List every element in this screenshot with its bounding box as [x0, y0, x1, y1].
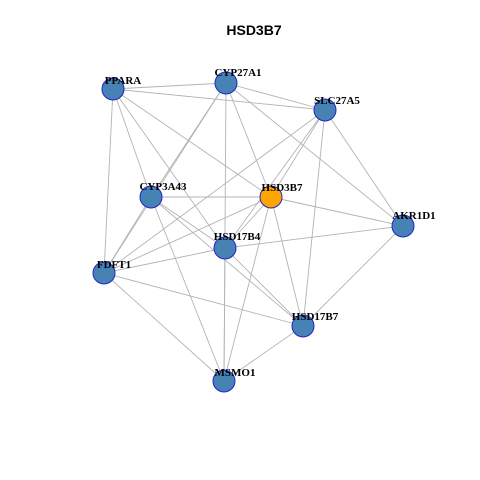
- edge-slc27a5-akr1d1: [324, 109, 404, 227]
- edge-cyp27a1-hsd3b7: [225, 82, 272, 198]
- edge-hsd17b4-hsd17b7: [224, 247, 304, 327]
- edge-hsd3b7-msmo1: [223, 196, 272, 382]
- edge-akr1d1-hsd17b4: [224, 225, 404, 249]
- node-label-msmo1: MSMO1: [215, 367, 256, 379]
- node-label-hsd17b7: HSD17B7: [292, 311, 339, 323]
- node-slc27a5: [313, 98, 337, 122]
- edge-slc27a5-fdft1: [103, 109, 326, 274]
- node-label-cyp3a43: CYP3A43: [139, 181, 187, 193]
- edge-cyp27a1-slc27a5: [225, 82, 326, 111]
- node-ppara: [101, 77, 125, 101]
- edge-ppara-slc27a5: [112, 88, 326, 111]
- node-hsd17b7: [291, 314, 315, 338]
- node-label-slc27a5: SLC27A5: [314, 95, 360, 107]
- node-label-hsd3b7: HSD3B7: [262, 182, 303, 194]
- edge-cyp3a43-hsd17b7: [150, 196, 304, 327]
- edge-ppara-cyp27a1: [112, 82, 227, 90]
- edge-ppara-hsd3b7: [112, 88, 272, 198]
- node-fdft1: [92, 261, 116, 285]
- edge-hsd17b4-fdft1: [103, 247, 226, 274]
- node-label-hsd17b4: HSD17B4: [214, 231, 261, 243]
- edge-ppara-hsd17b4: [112, 88, 226, 249]
- node-msmo1: [212, 369, 236, 393]
- node-label-cyp27a1: CYP27A1: [214, 67, 261, 79]
- node-label-akr1d1: AKR1D1: [392, 210, 435, 222]
- node-label-ppara: PPARA: [105, 75, 142, 87]
- edge-hsd17b7-msmo1: [223, 325, 304, 382]
- diagram-title: HSD3B7: [226, 22, 281, 38]
- edge-hsd17b4-msmo1: [223, 247, 226, 382]
- edge-slc27a5-hsd17b7: [302, 109, 326, 327]
- edge-cyp27a1-akr1d1: [225, 82, 404, 227]
- edge-layer: [103, 82, 404, 382]
- edge-ppara-cyp3a43: [112, 88, 152, 198]
- edge-cyp3a43-fdft1: [103, 196, 152, 274]
- edge-cyp27a1-fdft1: [103, 82, 227, 274]
- edge-slc27a5-hsd3b7: [270, 109, 326, 198]
- edge-hsd3b7-fdft1: [103, 196, 272, 274]
- node-label-fdft1: FDFT1: [97, 259, 131, 271]
- node-hsd17b4: [213, 236, 237, 260]
- edge-hsd3b7-hsd17b7: [270, 196, 304, 327]
- edge-slc27a5-hsd17b4: [224, 109, 326, 249]
- edge-ppara-fdft1: [103, 88, 114, 274]
- edge-fdft1-hsd17b7: [103, 272, 304, 327]
- node-cyp27a1: [214, 71, 238, 95]
- edge-akr1d1-hsd17b7: [302, 225, 404, 327]
- node-akr1d1: [391, 214, 415, 238]
- edge-cyp3a43-hsd17b4: [150, 196, 226, 249]
- edge-fdft1-msmo1: [103, 272, 225, 382]
- node-cyp3a43: [139, 185, 163, 209]
- edge-cyp3a43-msmo1: [150, 196, 225, 382]
- edge-hsd3b7-akr1d1: [270, 196, 404, 227]
- node-hsd3b7: [259, 185, 283, 209]
